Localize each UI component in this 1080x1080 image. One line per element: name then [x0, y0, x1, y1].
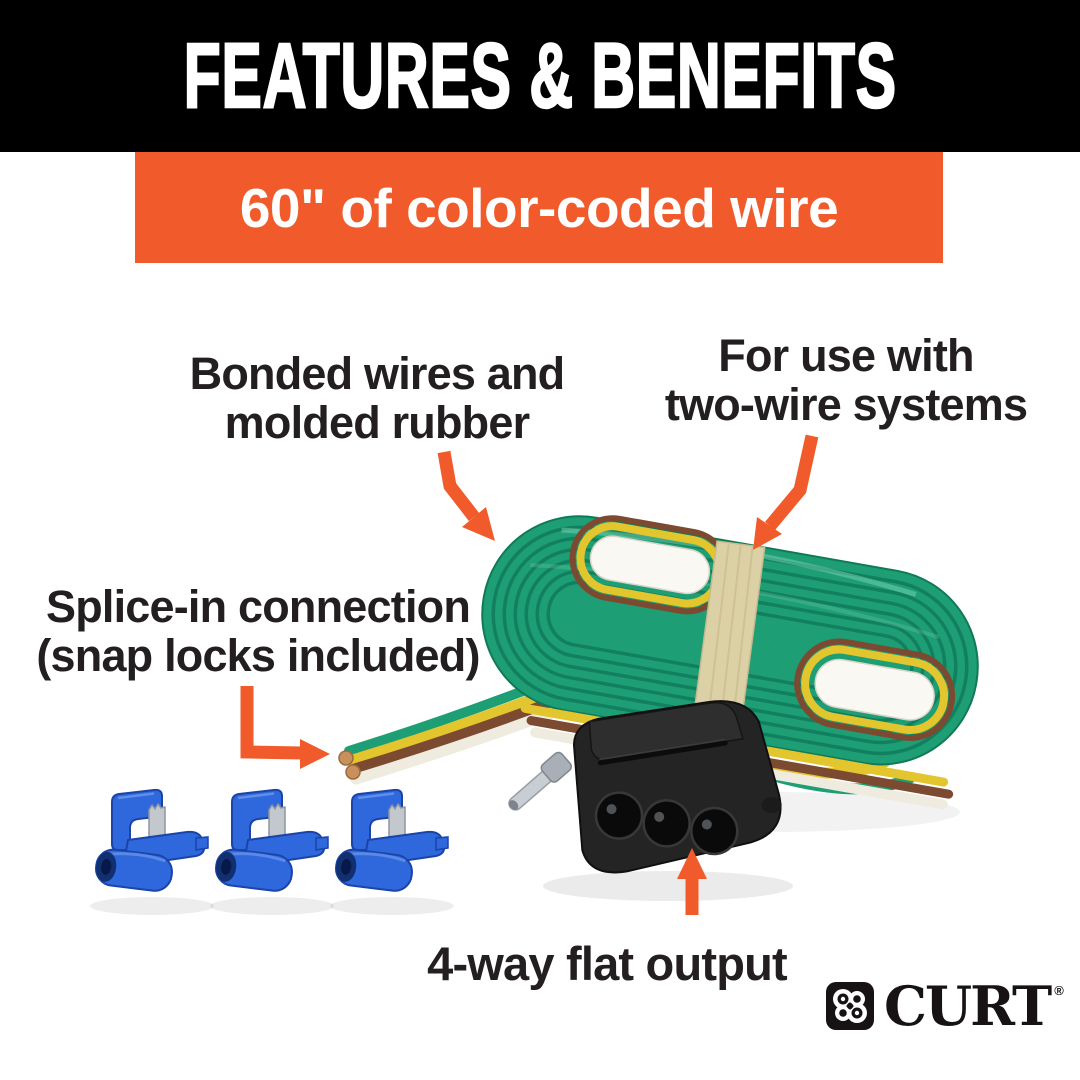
feature-banner-text: 60" of color-coded wire [239, 176, 839, 239]
arrow-output-icon [677, 848, 707, 915]
snap-lock-icon-2 [212, 788, 330, 895]
arrow-two-wire-icon [753, 434, 819, 550]
shadow-group [90, 792, 960, 915]
snap-lock-icon-3 [332, 788, 450, 895]
callout-two-wire-line2: two-wire systems [664, 379, 1028, 431]
header-bar: FEATURES & BENEFITS [0, 0, 1080, 152]
callout-four-way-output: 4-way flat output [427, 937, 788, 990]
four-way-flat-connector-icon [508, 700, 782, 874]
callout-two-wire-line1: For use with [718, 330, 974, 381]
callout-splice-line1: Splice-in connection [45, 581, 471, 632]
callout-splice-line2: (snap locks included) [36, 630, 480, 682]
curt-logo: CURT ® [826, 974, 1064, 1038]
curt-wordmark: CURT [884, 974, 1052, 1038]
callout-output-label: 4-way flat output [427, 937, 788, 990]
callout-bonded-line1: Bonded wires and [189, 348, 566, 399]
connector-sockets [594, 791, 739, 856]
registered-trademark: ® [1054, 983, 1064, 998]
callout-splice-connection: Splice-in connection (snap locks include… [36, 581, 480, 682]
arrow-splice-icon [240, 686, 330, 769]
callout-bonded-wires: Bonded wires and molded rubber [189, 348, 566, 449]
snap-lock-icon-1 [92, 788, 210, 895]
stripped-wire-ends-icon [338, 750, 361, 780]
page-title: FEATURES & BENEFITS [183, 23, 897, 128]
connector-ground-pin [508, 751, 573, 811]
callout-two-wire-systems: For use with two-wire systems [664, 330, 1028, 431]
coil-inner-loops [569, 515, 956, 741]
callout-arrows [240, 434, 819, 915]
curt-clover-icon [826, 982, 874, 1030]
arrow-bonded-wires-icon [437, 450, 495, 541]
callout-bonded-line2: molded rubber [224, 397, 530, 449]
feature-banner: 60" of color-coded wire [135, 152, 943, 263]
